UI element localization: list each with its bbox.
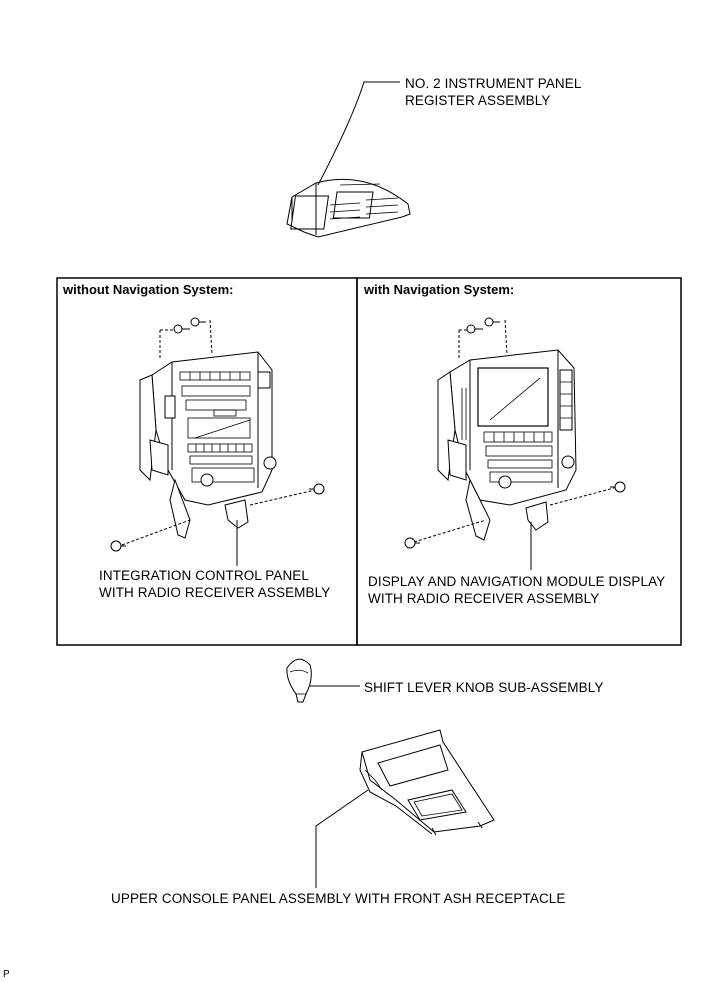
register-assembly-illustration <box>286 178 411 238</box>
upper-console-leader-line <box>315 789 369 888</box>
upper-console-label: UPPER CONSOLE PANEL ASSEMBLY WITH FRONT … <box>111 891 566 906</box>
with-nav-box <box>356 277 682 646</box>
with-nav-title: with Navigation System: <box>364 282 515 297</box>
display-label-line2: WITH RADIO RECEIVER ASSEMBLY <box>368 591 600 606</box>
register-label-line2: REGISTER ASSEMBLY <box>405 93 551 108</box>
shift-knob-label: SHIFT LEVER KNOB SUB-ASSEMBLY <box>364 680 604 695</box>
register-leader-line <box>317 81 400 186</box>
integration-label-line2: WITH RADIO RECEIVER ASSEMBLY <box>99 585 331 600</box>
register-label-line1: NO. 2 INSTRUMENT PANEL <box>405 76 582 91</box>
display-navigation-module-illustration <box>404 317 626 549</box>
integration-control-panel-illustration <box>110 317 325 552</box>
integration-label-line1: INTEGRATION CONTROL PANEL <box>99 568 310 583</box>
shift-lever-knob-illustration <box>286 658 312 703</box>
without-nav-title: without Navigation System: <box>63 282 234 297</box>
upper-console-panel-illustration <box>359 729 495 836</box>
corner-mark: P <box>3 969 10 980</box>
display-label-line1: DISPLAY AND NAVIGATION MODULE DISPLAY <box>368 574 666 589</box>
